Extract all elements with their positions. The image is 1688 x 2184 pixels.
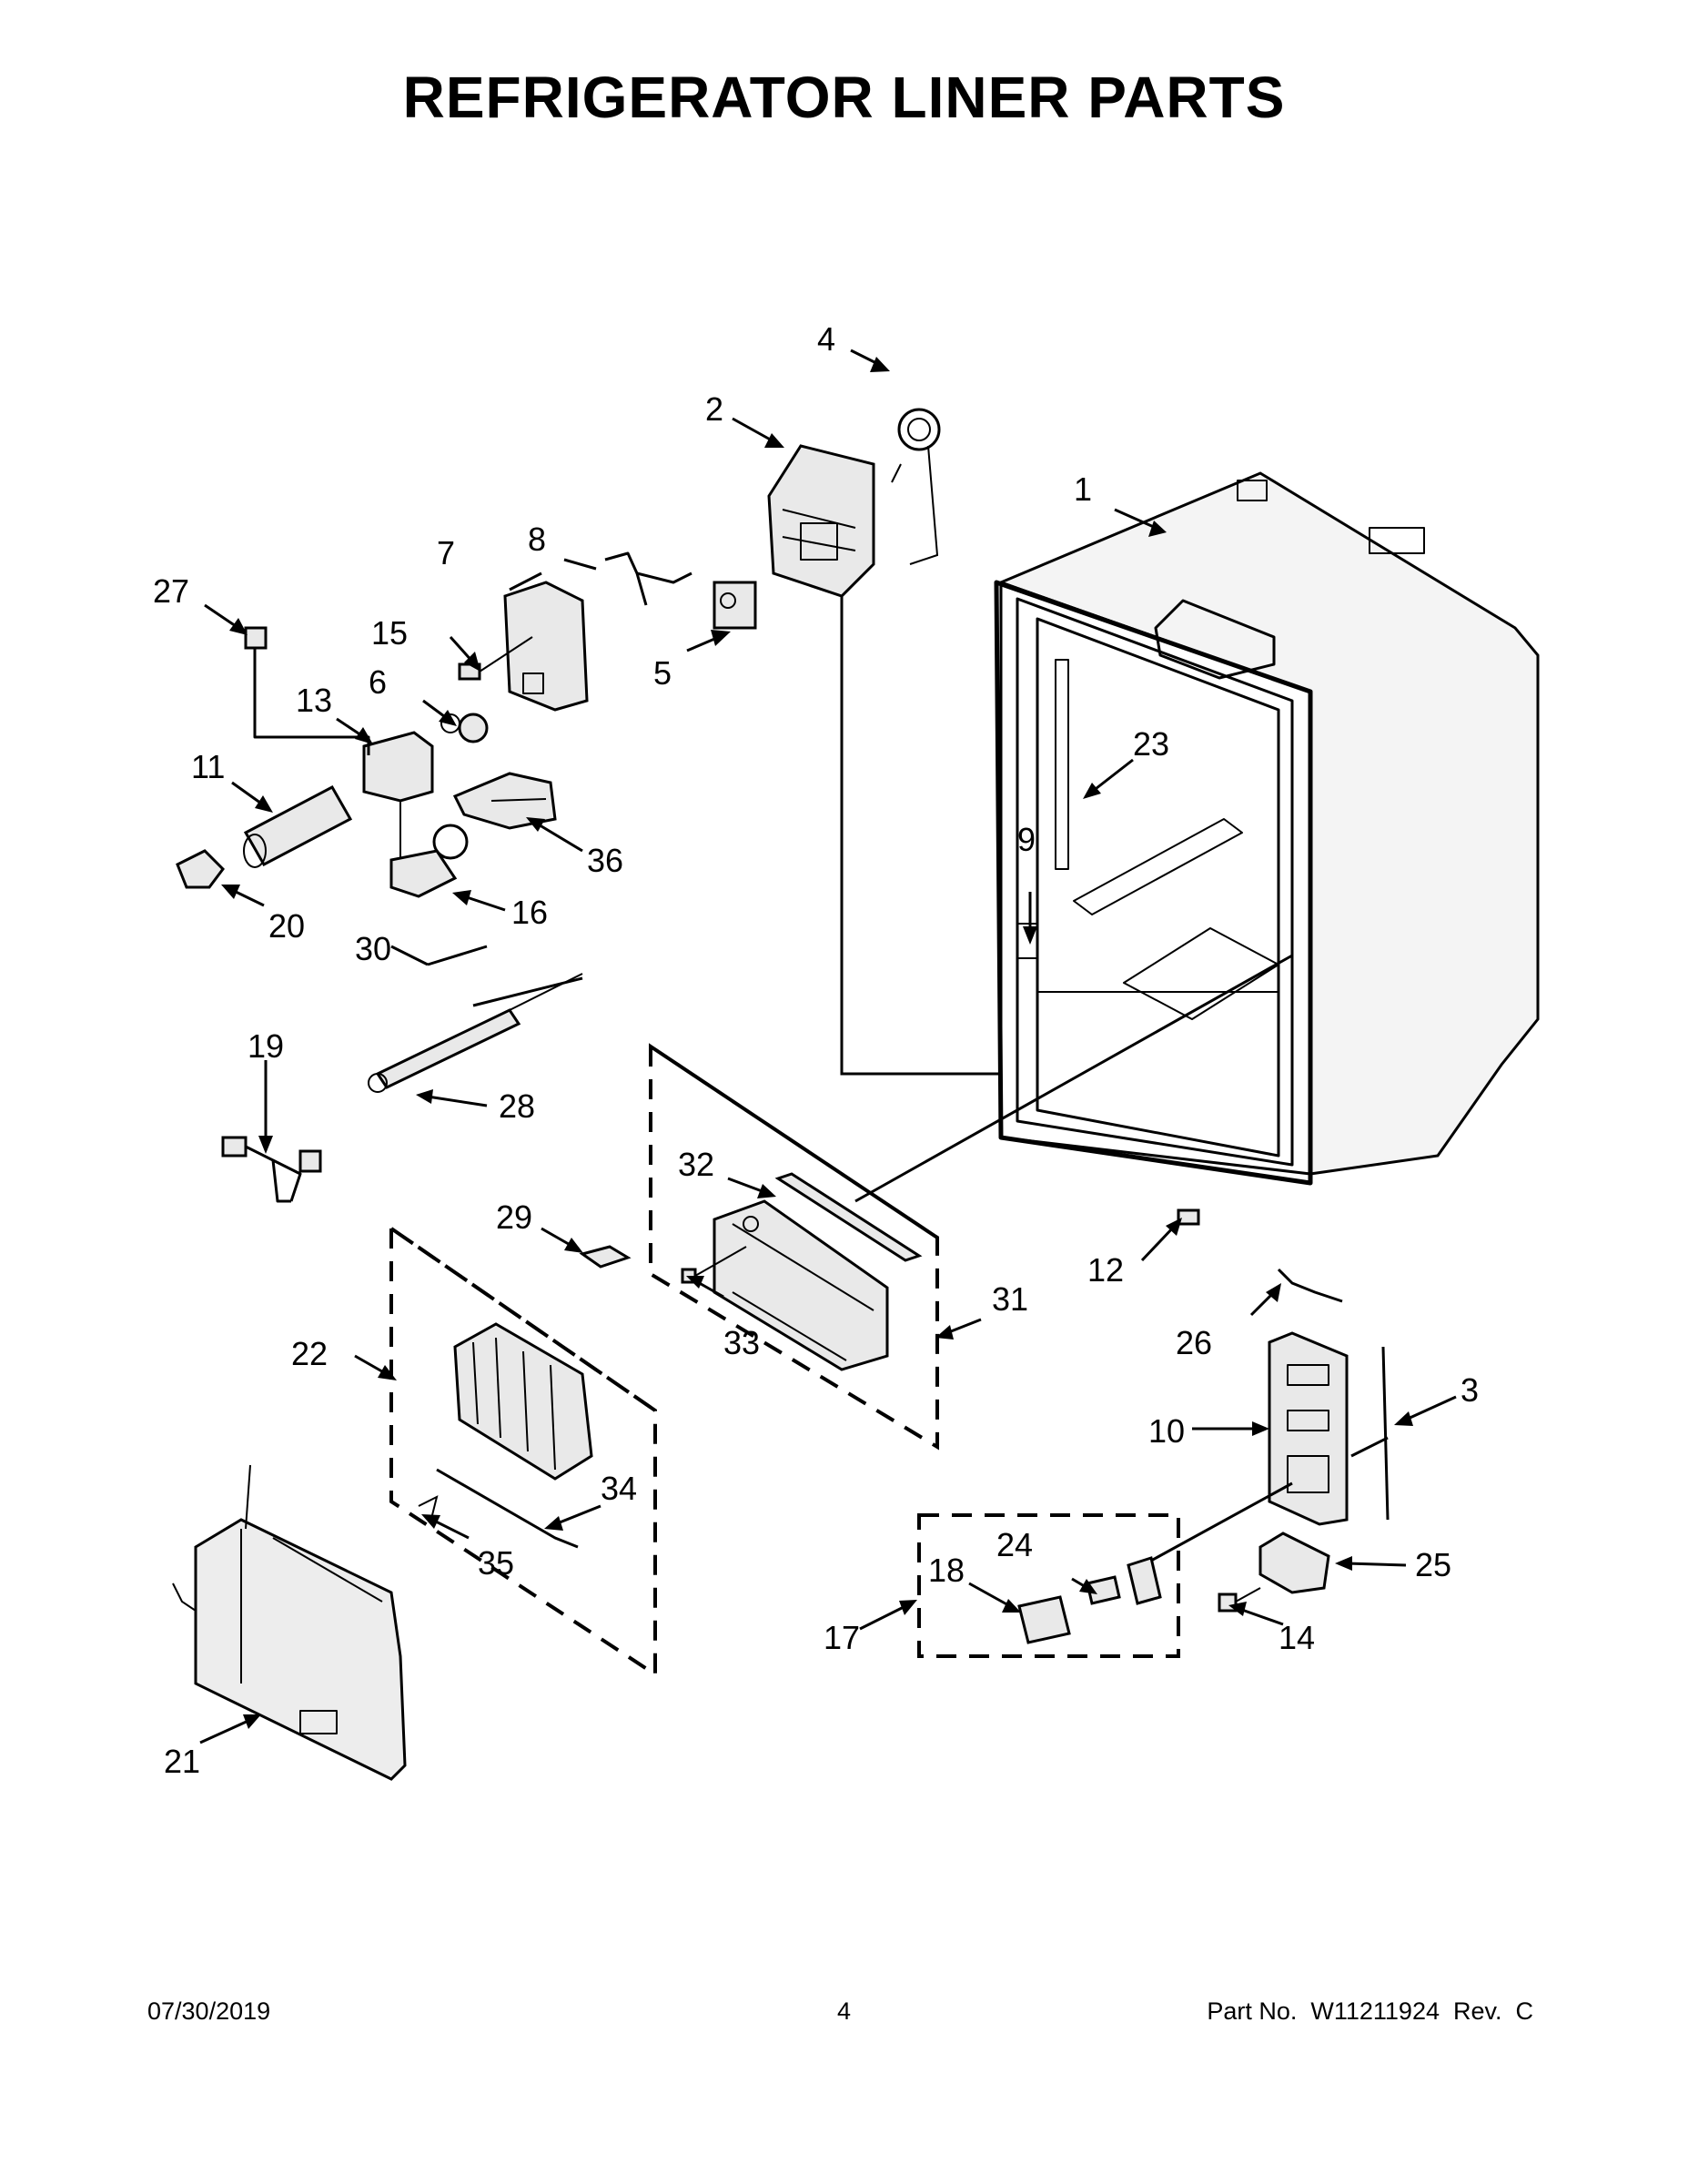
shroud-part (452, 772, 557, 830)
callout-16: 16 (511, 894, 548, 931)
callout-14: 14 (1279, 1619, 1315, 1656)
leader-arrows (199, 349, 1457, 1744)
callout-9: 9 (1017, 821, 1036, 858)
control-housing-part (767, 444, 875, 598)
light-lens-part (1017, 1595, 1071, 1644)
callout-36: 36 (587, 842, 623, 879)
thermostat-part (891, 408, 941, 565)
filter-housing-part (389, 824, 469, 898)
water-filter-part (243, 784, 353, 868)
footer-date: 07/30/2019 (147, 1997, 271, 2025)
callout-12: 12 (1087, 1251, 1124, 1289)
callout-11: 11 (191, 748, 225, 785)
callout-18: 18 (928, 1552, 965, 1589)
drain-pan-assembly-outline (649, 1043, 939, 1451)
callout-29: 29 (496, 1198, 532, 1236)
callout-13: 13 (296, 682, 332, 719)
callout-35: 35 (478, 1544, 514, 1582)
callout-3: 3 (1461, 1371, 1479, 1409)
callout-19: 19 (248, 1027, 284, 1065)
callout-33: 33 (723, 1324, 760, 1361)
wire-harness-part (604, 551, 692, 606)
pad-part (579, 1245, 632, 1269)
small-clip-part (1177, 1208, 1200, 1226)
callout-1: 1 (1074, 470, 1092, 508)
callout-23: 23 (1133, 725, 1169, 763)
callout-20: 20 (268, 907, 305, 945)
led-strip-part (1381, 1346, 1390, 1521)
callout-6: 6 (369, 663, 387, 701)
callout-24: 24 (996, 1526, 1033, 1563)
callout-7: 7 (437, 534, 455, 571)
light-socket-part (1127, 1556, 1162, 1605)
sensor-part (1277, 1268, 1343, 1303)
callout-26: 26 (1176, 1324, 1212, 1361)
callout-labels: 1 2 3 4 5 6 7 8 9 10 11 12 13 14 15 16 1… (153, 320, 1479, 1780)
fitting-part (440, 713, 489, 743)
defrost-heater-part (418, 1468, 579, 1549)
callout-10: 10 (1148, 1412, 1185, 1450)
gasket-strip-part (774, 1172, 923, 1262)
footer-page-number: 4 (836, 1997, 852, 2025)
callout-21: 21 (164, 1743, 200, 1780)
callout-5: 5 (653, 654, 672, 692)
evaporator-part (453, 1322, 593, 1481)
heater-part (368, 973, 583, 1093)
callout-8: 8 (528, 521, 546, 558)
light-cover-part (1086, 1575, 1121, 1605)
callout-4: 4 (817, 320, 835, 358)
callout-32: 32 (678, 1146, 714, 1183)
callout-28: 28 (499, 1087, 535, 1125)
valve-part (713, 581, 757, 630)
filter-cap-part (176, 849, 225, 889)
light-housing-part (1268, 1331, 1349, 1526)
cover-part (503, 581, 589, 712)
callout-22: 22 (291, 1335, 328, 1372)
footer-part-number: Part No. W11211924 Rev. C (1207, 1997, 1533, 2025)
liner-cabinet-part (994, 471, 1540, 1186)
light-assembly-outline (917, 1513, 1180, 1658)
callout-15: 15 (371, 614, 408, 652)
callout-17: 17 (824, 1619, 860, 1656)
callout-34: 34 (601, 1470, 637, 1507)
light-bracket-part (1258, 1532, 1330, 1594)
harness-part (221, 1136, 322, 1203)
callout-25: 25 (1415, 1546, 1451, 1583)
tube-part (427, 945, 583, 1007)
lower-panel-part (172, 1464, 407, 1781)
bracket-screw-part (244, 626, 370, 755)
callout-31: 31 (992, 1280, 1028, 1318)
callout-2: 2 (705, 390, 723, 428)
page-title: REFRIGERATOR LINER PARTS (402, 65, 1286, 130)
callout-27: 27 (153, 572, 189, 610)
evaporator-assembly-outline (389, 1225, 657, 1678)
callout-30: 30 (355, 930, 391, 967)
